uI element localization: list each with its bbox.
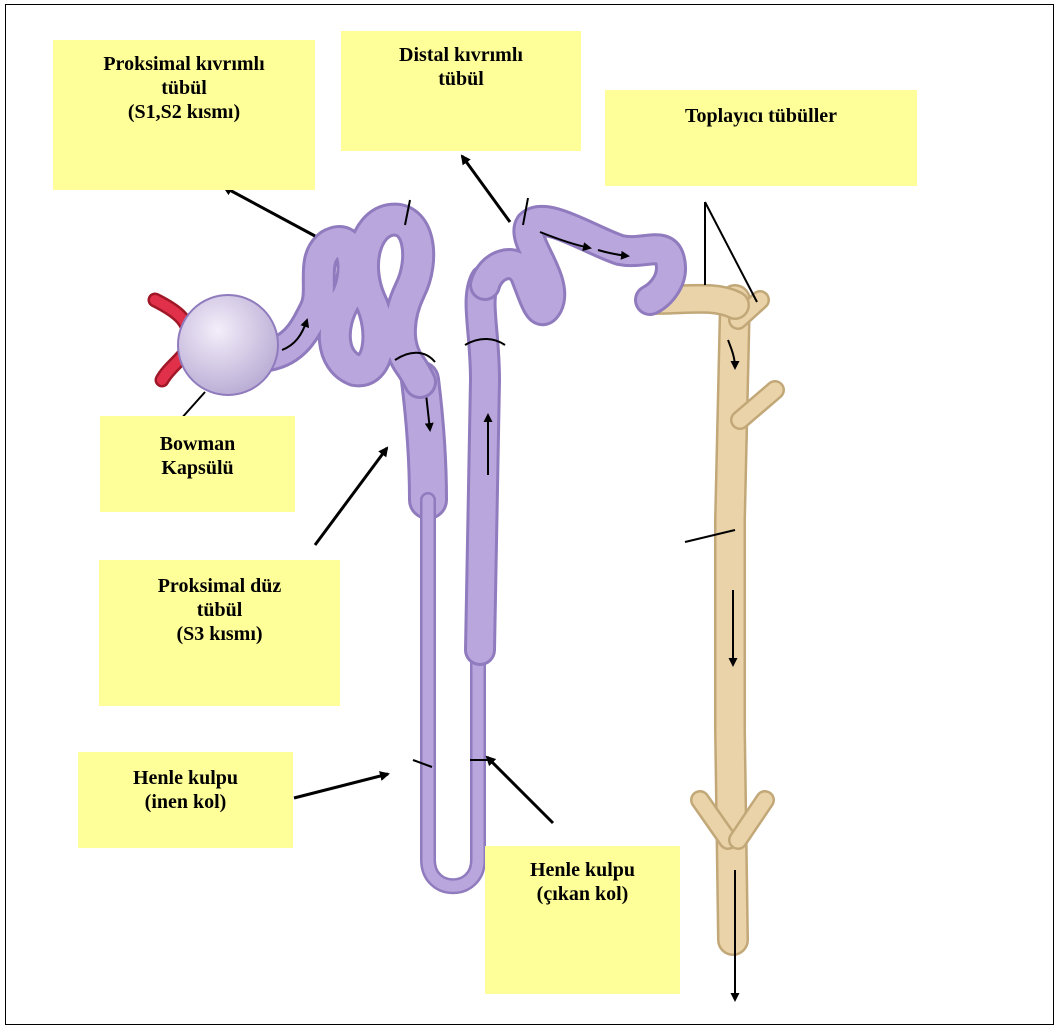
pointer-proksimal-kivrimli <box>224 187 315 236</box>
label-bowman: Bowman Kapsülü <box>100 416 295 512</box>
glomerulus-capsule <box>178 295 278 395</box>
pointer-proksimal-duz <box>315 448 387 545</box>
bowman-capsule <box>155 295 278 420</box>
label-henle-cikan: Henle kulpu (çıkan kol) <box>485 846 680 994</box>
label-toplayici: Toplayıcı tübüller <box>605 90 917 186</box>
label-distal-kivrimli: Distal kıvrımlı tübül <box>341 31 581 151</box>
pointer-henle-inen <box>294 774 388 798</box>
label-proksimal-kivrimli: Proksimal kıvrımlı tübül (S1,S2 kısmı) <box>53 40 315 190</box>
pointer-distal-kivrimli <box>462 156 510 222</box>
label-proksimal-duz: Proksimal düz tübül (S3 kısmı) <box>99 560 340 706</box>
label-henle-inen: Henle kulpu (inen kol) <box>78 752 293 848</box>
pointer-henle-cikan <box>487 757 553 823</box>
distal-convoluted-tubule <box>485 221 671 310</box>
